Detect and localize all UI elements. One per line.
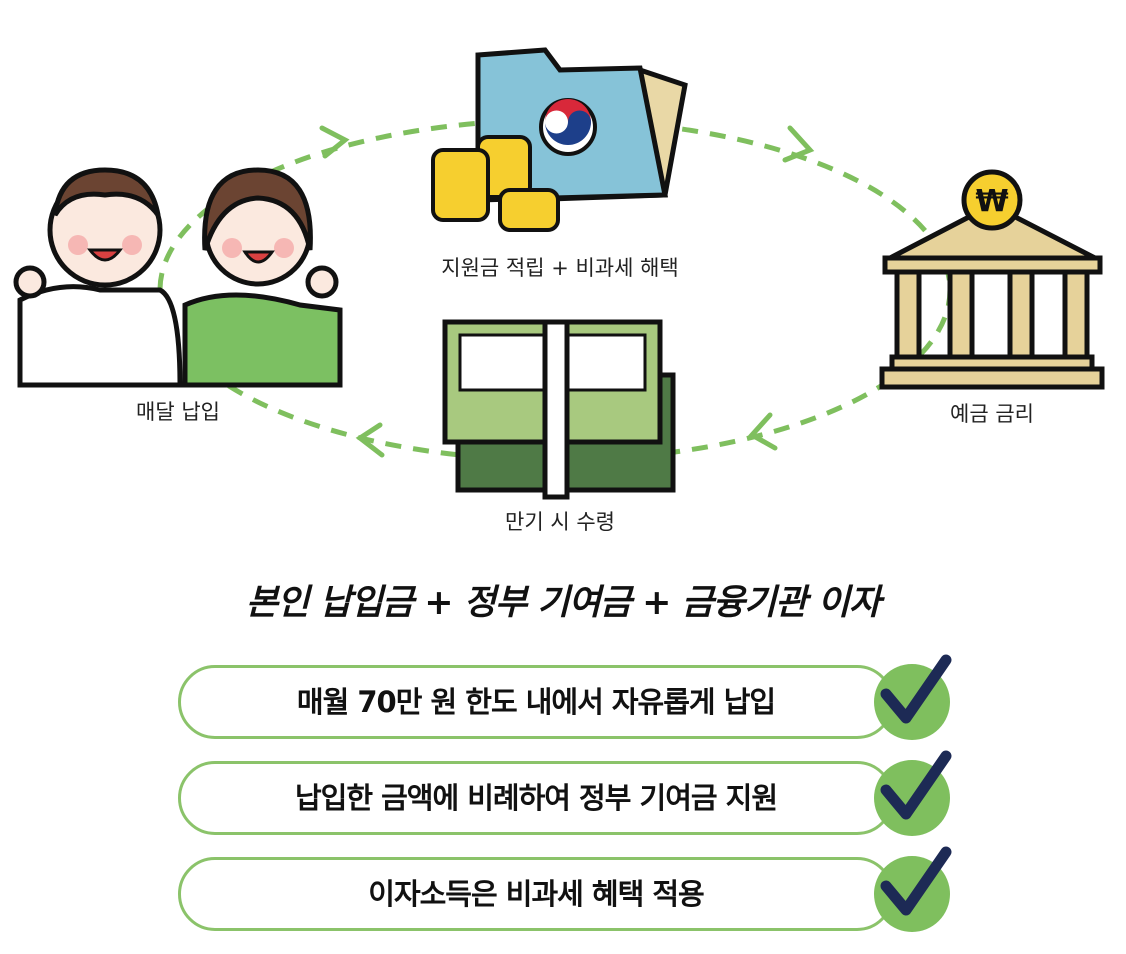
couple-illustration: [13, 167, 343, 388]
arrow-icon: [319, 125, 815, 458]
feature-item: 납입한 금액에 비례하여 정부 기여금 지원: [178, 761, 894, 835]
feature-text: 납입한 금액에 비례하여 정부 기여금 지원: [294, 781, 778, 815]
feature-item: 이자소득은 비과세 혜택 적용: [178, 857, 894, 931]
label-maturity-receipt: 만기 시 수령: [505, 510, 615, 534]
cycle-diagram: ₩: [13, 47, 1105, 500]
checkmark-icon: [874, 750, 952, 836]
coin-stack-icon: [431, 135, 560, 232]
feature-text: 이자소득은 비과세 혜택 적용: [368, 877, 704, 911]
label-support-fund: 지원금 적립 + 비과세 해택: [441, 256, 679, 280]
bank-icon: [879, 169, 1105, 390]
cash-bundle-icon: [442, 319, 676, 500]
feature-text: 매월 70만 원 한도 내에서 자유롭게 납입: [296, 685, 776, 719]
checkmark-icon: [874, 846, 952, 932]
checkmark-icon: [874, 654, 952, 740]
summary-heading: 본인 납입금 + 정부 기여금 + 금융기관 이자: [245, 583, 881, 623]
feature-item: 매월 70만 원 한도 내에서 자유롭게 납입: [178, 665, 894, 739]
label-deposit-interest: 예금 금리: [950, 402, 1034, 426]
won-symbol-icon: ₩: [975, 184, 1008, 219]
label-monthly-payment: 매달 납입: [136, 400, 220, 424]
